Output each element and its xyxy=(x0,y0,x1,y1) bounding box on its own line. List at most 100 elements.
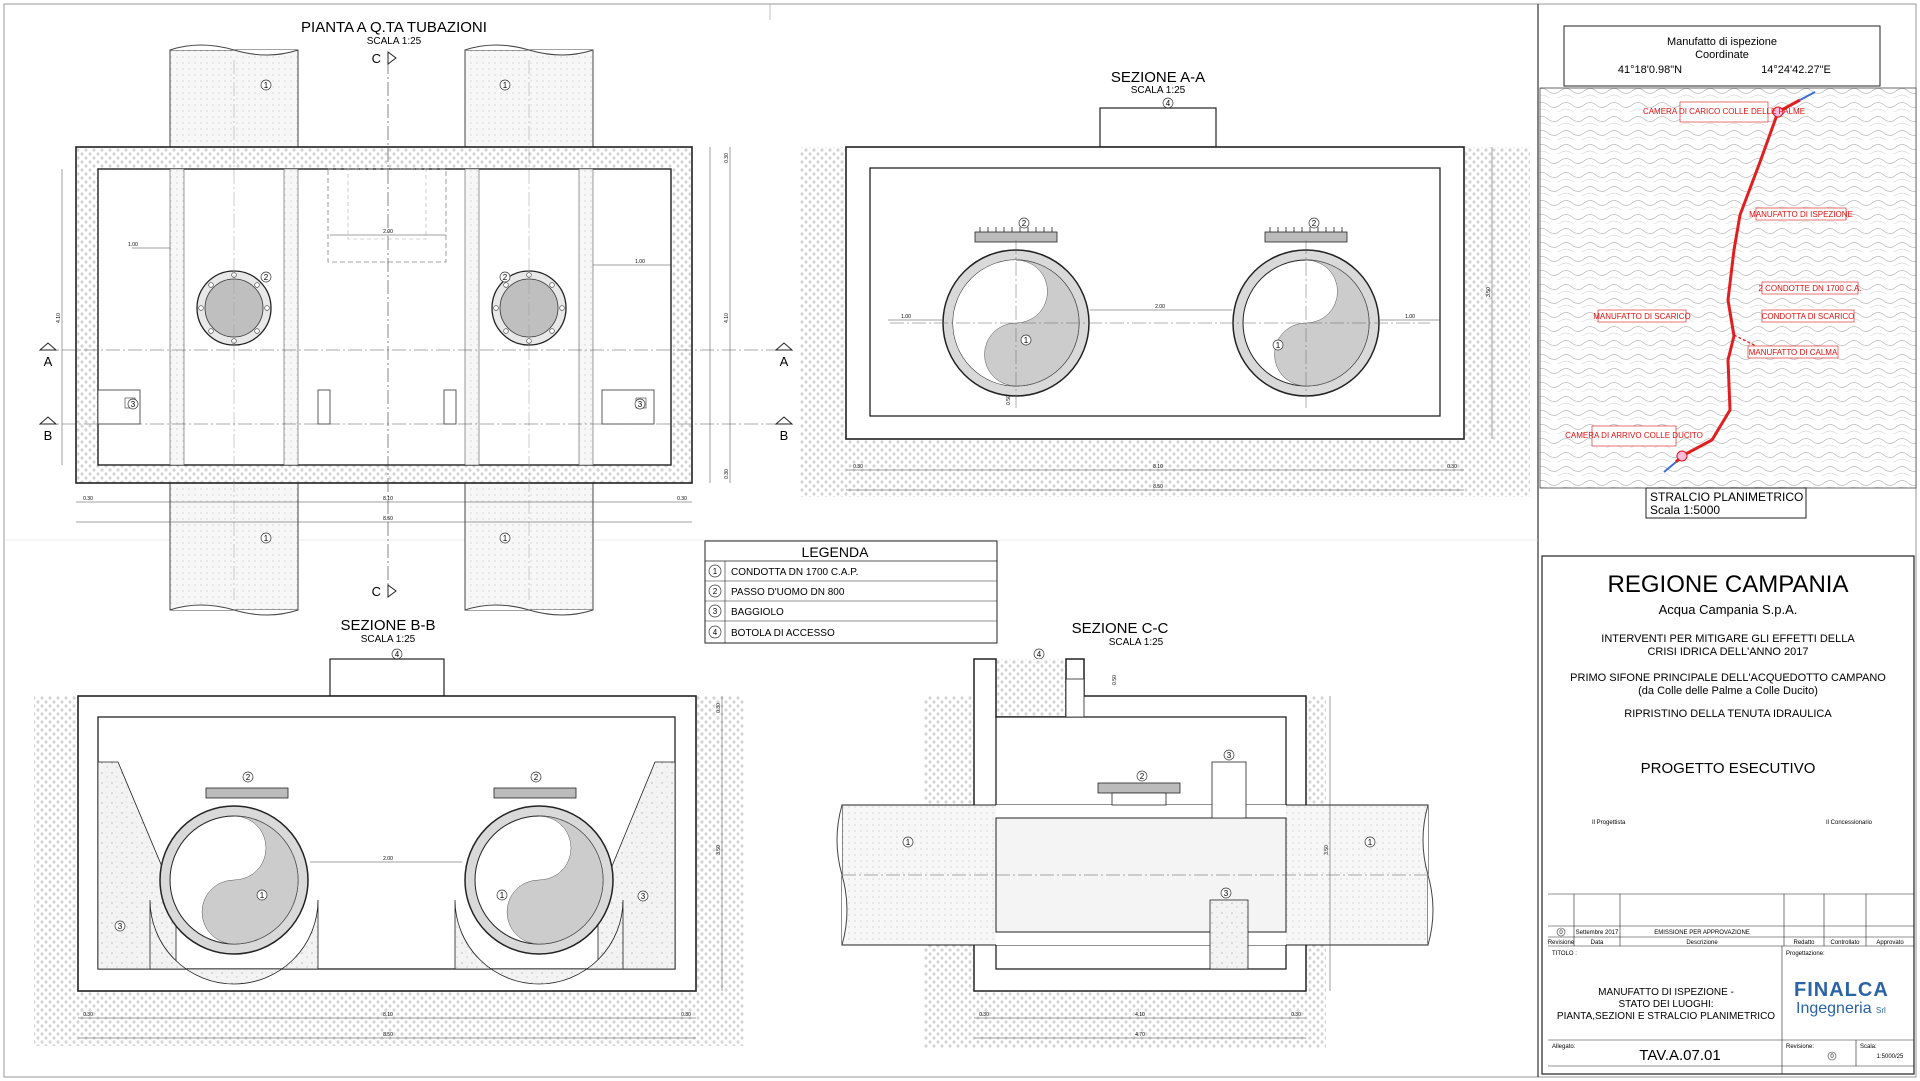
tb-revisione-label: Revisione: xyxy=(1786,1044,1814,1050)
location-title: Manufatto di ispezione xyxy=(1667,36,1777,48)
plan-bubble-2b: 2 xyxy=(503,273,508,282)
bb-dim-850: 8.50 xyxy=(383,1032,393,1038)
cc-bubble-3a: 3 xyxy=(1227,751,1232,760)
finalca-logo: FINALCA Ingegneria Srl xyxy=(1794,979,1888,1017)
plan-dim-100-left: 1.00 xyxy=(128,242,138,248)
cc-dim-410: 4.10 xyxy=(1135,1012,1145,1018)
tb-line3: PRIMO SIFONE PRINCIPALE DELL'ACQUEDOTTO … xyxy=(1570,672,1886,684)
plan-view: PIANTA A Q.TA TUBAZIONI SCALA 1:25 xyxy=(38,19,794,616)
tb-rev-date: Settembre 2017 xyxy=(1576,930,1619,936)
tb-revisione-val: 0 xyxy=(1830,1054,1834,1060)
legend-num-3: 3 xyxy=(713,607,718,616)
cc-bubble-1b: 1 xyxy=(1368,838,1373,847)
tb-col-approvato: Approvato xyxy=(1876,940,1904,946)
section-bb-scale: SCALA 1:25 xyxy=(361,634,416,645)
tb-scala-val: 1:5000/25 xyxy=(1877,1054,1904,1060)
section-aa: SEZIONE A-A SCALA 1:25 4 2 2 1 xyxy=(800,69,1530,497)
map-label-scarico-m: MANUFATTO DI SCARICO xyxy=(1593,312,1691,321)
tb-col-controllato: Controllato xyxy=(1830,940,1860,946)
aa-dim-030-r: 0.30 xyxy=(1447,464,1457,470)
legend: LEGENDA 1 2 3 4 CONDOTTA DN 1700 C.A.P. … xyxy=(704,540,998,644)
cut-label-c-bottom: C xyxy=(372,584,381,599)
tb-company: Acqua Campania S.p.A. xyxy=(1659,602,1798,617)
section-bb-bubble-4: 4 xyxy=(395,650,400,659)
section-aa-bubble-1b: 1 xyxy=(1276,341,1281,350)
plan-bubble-1c: 1 xyxy=(264,534,269,543)
bb-dim-200: 2.00 xyxy=(383,856,393,862)
legend-item-3: BAGGIOLO xyxy=(731,607,784,618)
aa-dim-810: 8.10 xyxy=(1153,464,1163,470)
legend-title: LEGENDA xyxy=(802,544,870,560)
tb-line1: INTERVENTI PER MITIGARE GLI EFFETTI DELL… xyxy=(1601,633,1855,645)
tb-line4: (da Colle delle Palme a Colle Ducito) xyxy=(1638,685,1818,697)
plan-dim-100-right: 1.00 xyxy=(635,259,645,265)
map-label-condotte: 2 CONDOTTE DN 1700 C.A. xyxy=(1758,284,1861,293)
plan-bubble-3a: 3 xyxy=(131,400,136,409)
plan-bubble-2a: 2 xyxy=(264,273,269,282)
section-aa-bubble-1a: 1 xyxy=(1024,336,1029,345)
aa-dim-100-r: 1.00 xyxy=(1405,314,1415,320)
legend-num-1: 1 xyxy=(713,567,718,576)
bb-bubble-3a: 3 xyxy=(118,922,123,931)
section-bb: SEZIONE B-B SCALA 1:25 4 2 2 1 1 3 3 xyxy=(34,617,744,1046)
location-lon: 14°24'42.27"E xyxy=(1761,64,1831,76)
plan-bubble-1a: 1 xyxy=(264,81,269,90)
tb-titolo-label: TITOLO : xyxy=(1552,951,1577,957)
aa-dim-100-l: 1.00 xyxy=(901,314,911,320)
tb-rev-num: 0 xyxy=(1559,930,1563,936)
cut-label-b-right: B xyxy=(780,428,789,443)
bb-bubble-1a: 1 xyxy=(260,891,265,900)
location-panel: Manufatto di ispezione Coordinate 41°18'… xyxy=(1539,25,1917,519)
stralcio-scale: Scala 1:5000 xyxy=(1650,503,1720,517)
plan-dim-030-right: 0.30 xyxy=(677,496,687,502)
bb-dim-030-r: 0.30 xyxy=(681,1012,691,1018)
tb-titolo3: PIANTA,SEZIONI E STRALCIO PLANIMETRICO xyxy=(1557,1011,1775,1022)
aa-dim-030-l: 0.30 xyxy=(853,464,863,470)
bb-bubble-2a: 2 xyxy=(246,773,251,782)
cc-bubble-4: 4 xyxy=(1037,650,1042,659)
aa-dim-350: 3.50 xyxy=(1486,287,1492,297)
aa-dim-850: 8.50 xyxy=(1153,484,1163,490)
bb-bubble-1b: 1 xyxy=(500,891,505,900)
tb-col-redatto: Redatto xyxy=(1793,940,1815,946)
cut-label-c-top: C xyxy=(372,51,381,66)
tb-col-revisione: Revisione xyxy=(1548,940,1575,946)
section-aa-title: SEZIONE A-A xyxy=(1111,69,1205,86)
plan-scale: SCALA 1:25 xyxy=(367,36,422,47)
section-aa-bubble-2b: 2 xyxy=(1312,219,1317,228)
logo-srl: Srl xyxy=(1876,1006,1886,1015)
plan-dim-410-right: 4.10 xyxy=(724,313,730,323)
bb-bubble-2b: 2 xyxy=(534,773,539,782)
cc-bubble-3b: 3 xyxy=(1224,889,1229,898)
map-label-calma: MANUFATTO DI CALMA xyxy=(1749,348,1838,357)
bb-dim-030-v: 0.30 xyxy=(716,703,722,713)
plan-dim-200: 2.00 xyxy=(383,229,393,235)
plan-dim-030-v1: 0.30 xyxy=(724,153,730,163)
cc-bubble-2: 2 xyxy=(1140,772,1145,781)
plan-bubble-1b: 1 xyxy=(503,81,508,90)
legend-num-2: 2 xyxy=(713,587,718,596)
stralcio-title: STRALCIO PLANIMETRICO xyxy=(1650,490,1803,504)
tb-titolo2: STATO DEI LUOGHI: xyxy=(1618,999,1713,1010)
aa-dim-200: 2.00 xyxy=(1155,304,1165,310)
cc-dim-470: 4.70 xyxy=(1135,1032,1145,1038)
tb-scala-label: Scala: xyxy=(1860,1044,1877,1050)
plan-dim-850: 8.50 xyxy=(383,516,393,522)
tb-allegato-label: Allegato: xyxy=(1552,1044,1576,1050)
map-label-camera-arrivo: CAMERA DI ARRIVO COLLE DUCITO xyxy=(1565,431,1703,440)
cut-label-b-left: B xyxy=(44,428,53,443)
cc-dim-050: 0.50 xyxy=(1112,675,1118,685)
plan-title: PIANTA A Q.TA TUBAZIONI xyxy=(301,19,487,36)
cut-label-a-left: A xyxy=(44,354,53,369)
tb-col-data: Data xyxy=(1591,940,1604,946)
plan-dim-030-left: 0.30 xyxy=(83,496,93,502)
legend-item-4: BOTOLA DI ACCESSO xyxy=(731,628,835,639)
location-lat: 41°18'0.98"N xyxy=(1618,64,1682,76)
aa-dim-050: 0.50 xyxy=(1006,395,1012,405)
map-label-camera-carico: CAMERA DI CARICO COLLE DELLE PALME xyxy=(1643,107,1805,116)
section-aa-scale: SCALA 1:25 xyxy=(1131,85,1186,96)
logo-ingegneria: Ingegneria xyxy=(1796,1000,1872,1017)
tb-line2: CRISI IDRICA DELL'ANNO 2017 xyxy=(1647,646,1808,658)
plan-bubble-3b: 3 xyxy=(638,400,643,409)
